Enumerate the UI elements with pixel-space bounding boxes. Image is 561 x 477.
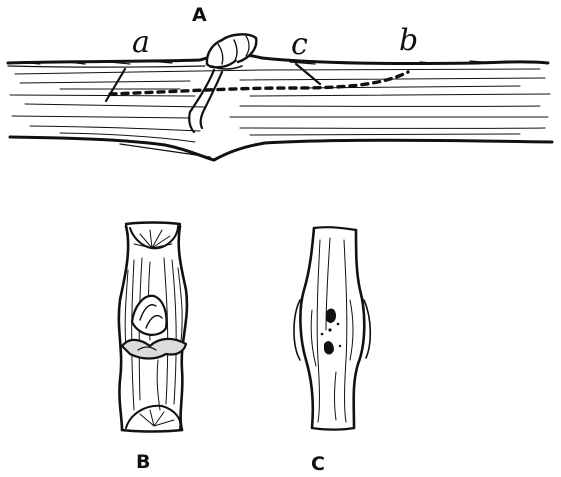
pointer-line-c xyxy=(296,64,320,84)
figure-label-C: C xyxy=(311,455,325,474)
point-label-c: c xyxy=(291,30,308,60)
bud xyxy=(207,34,256,69)
figure-label-B: B xyxy=(136,453,150,472)
pointer-line-a xyxy=(106,69,125,101)
stem-section-c xyxy=(294,227,370,429)
point-label-a: a xyxy=(132,28,150,58)
stem-section-a xyxy=(8,34,552,160)
dashed-line-acb xyxy=(110,72,408,94)
leaf-trace xyxy=(189,70,222,132)
figure-label-A: A xyxy=(192,6,207,25)
point-label-b: b xyxy=(399,26,418,56)
stem-section-b xyxy=(119,223,187,432)
